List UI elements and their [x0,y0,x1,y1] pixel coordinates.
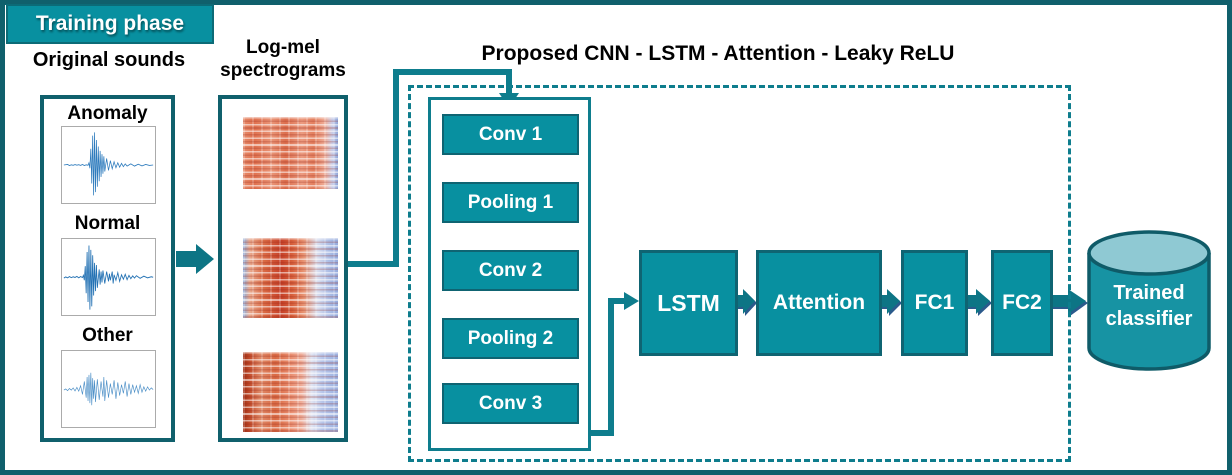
anomaly-waveform [61,126,156,204]
normal-waveform [61,238,156,316]
spectrogram-other [243,352,338,432]
trained-classifier-label: Trained classifier [1105,282,1193,330]
conv3-node: Conv 3 [442,383,579,424]
normal-label: Normal [74,213,141,234]
lstm-node: LSTM [639,250,738,356]
spectrograms-panel [218,95,348,442]
proposed-model-container [408,85,1071,462]
training-phase-label: Training phase [35,12,185,35]
spectrogram-normal [243,238,338,318]
spectrograms-title: Log-mel spectrograms [220,37,346,82]
trained-classifier-cylinder: Trained classifier [1084,228,1214,378]
spectrogram-anomaly [243,117,338,189]
pooling2-node: Pooling 2 [442,318,579,359]
fc2-node: FC2 [991,250,1053,356]
conv1-node: Conv 1 [442,114,579,155]
fc1-node: FC1 [901,250,968,356]
attention-node: Attention [756,250,882,356]
anomaly-label: Anomaly [67,103,148,124]
training-phase-badge: Training phase [6,4,214,44]
original-sounds-title: Original sounds [32,49,186,71]
other-label: Other [82,325,133,346]
original-sounds-panel: Anomaly Normal Other [40,95,175,442]
conv2-node: Conv 2 [442,250,579,291]
pooling1-node: Pooling 1 [442,182,579,223]
other-waveform [61,350,156,428]
pipeline-title: Proposed CNN - LSTM - Attention - Leaky … [481,42,955,65]
